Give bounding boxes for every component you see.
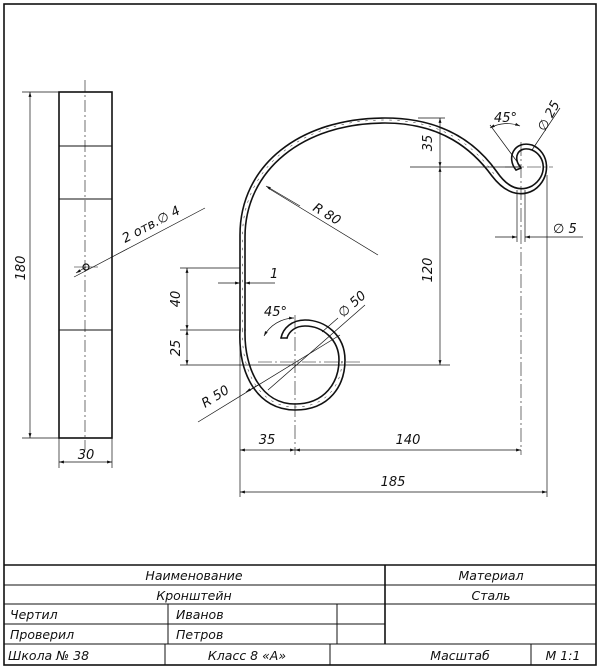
title-material-value: Сталь (471, 588, 510, 603)
dim-bottom-140: 140 (396, 433, 421, 448)
sheet-frame (3, 3, 597, 666)
title-material-label: Материал (458, 568, 523, 583)
title-drew-name: Иванов (176, 607, 224, 622)
dim-thickness: 1 (270, 267, 278, 282)
title-block-grid (4, 564, 596, 665)
dim-left-40: 40 (169, 291, 184, 308)
dim-width-30: 30 (78, 448, 95, 463)
title-scale-value: М 1:1 (546, 648, 581, 663)
title-name-label: Наименование (145, 568, 242, 583)
title-checked-name: Петров (176, 627, 223, 642)
dim-top-offset: 35 (421, 135, 436, 152)
dim-radius-bottom: R 50 (199, 383, 232, 411)
title-school: Школа № 38 (8, 648, 89, 663)
title-class: Класс 8 «А» (208, 648, 286, 663)
dim-spiral-angle: 45° (264, 305, 287, 320)
dim-hook-diameter: ∅ 25 (535, 99, 563, 134)
center-lines (258, 142, 553, 455)
title-drew-label: Чертил (10, 607, 58, 622)
title-scale-label: Масштаб (430, 648, 490, 663)
title-checked-label: Проверил (10, 627, 74, 642)
dim-overall-185: 185 (381, 475, 406, 490)
bracket-profile (239, 117, 548, 411)
side-view (22, 80, 206, 468)
title-name-value: Кронштейн (156, 588, 231, 603)
dim-height-180: 180 (14, 256, 29, 281)
dim-left-25: 25 (169, 340, 184, 357)
dim-bottom-35: 35 (259, 433, 276, 448)
dim-hook-angle: 45° (494, 111, 517, 126)
dim-radius-top: R 80 (310, 201, 343, 229)
dim-vertical-120: 120 (421, 258, 436, 283)
dim-rod-diameter: ∅ 5 (553, 222, 577, 237)
dimension-lines (180, 107, 583, 497)
